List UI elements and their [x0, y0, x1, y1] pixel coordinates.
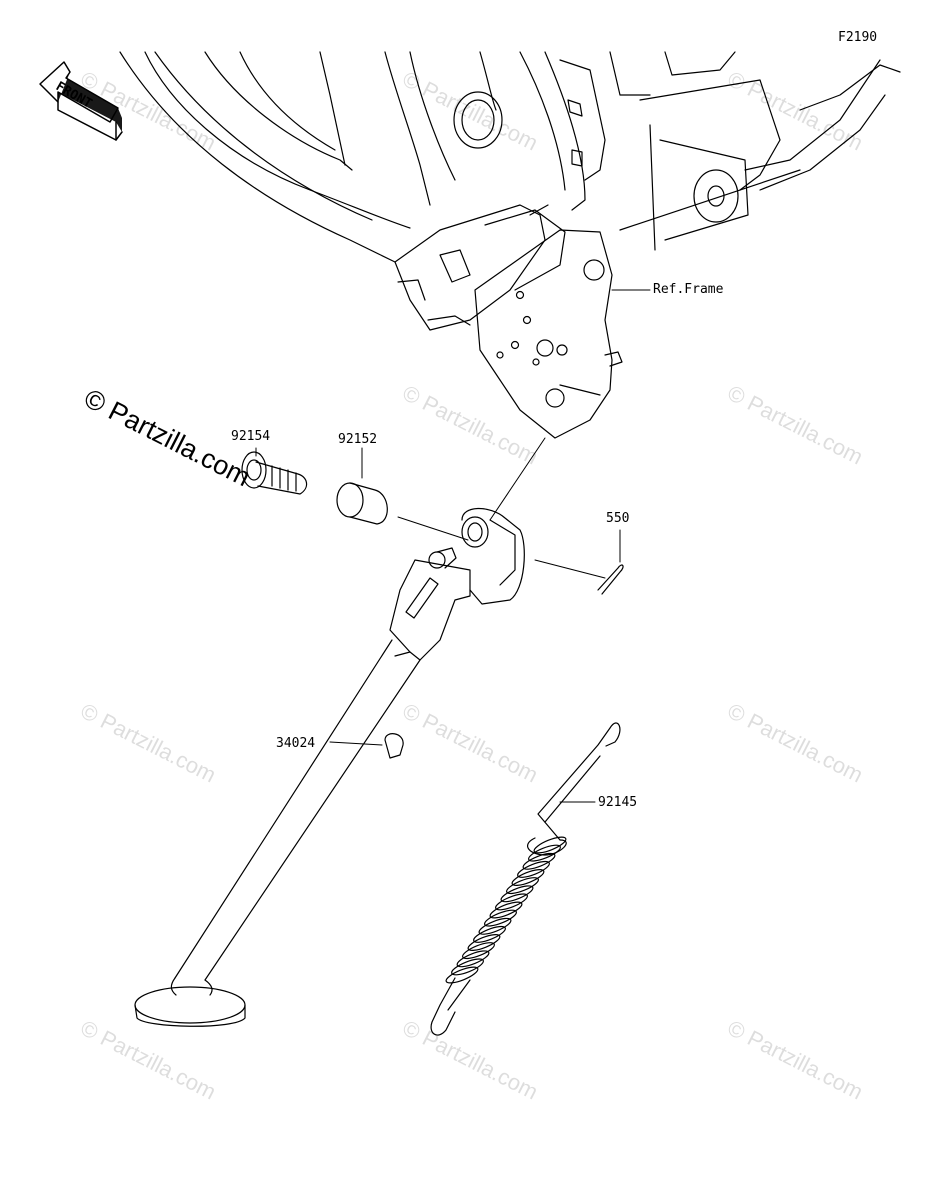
spring-coil — [462, 942, 495, 960]
spring-coil — [478, 917, 512, 935]
spring-coil — [533, 836, 567, 854]
spring-coil — [522, 852, 556, 870]
spring-coil — [528, 844, 561, 862]
bolt-drawing — [241, 447, 308, 495]
diagram-code: F2190 — [838, 30, 878, 45]
spring-coil — [484, 909, 517, 927]
label-92152[interactable]: 92152 — [338, 432, 378, 447]
spring-coil — [489, 901, 523, 919]
spring-coil — [467, 934, 501, 951]
spring-coil — [473, 925, 506, 943]
label-92154[interactable]: 92154 — [231, 429, 271, 444]
label-ref-frame[interactable]: Ref.Frame — [653, 282, 724, 297]
spring-drawing — [430, 722, 621, 1036]
spring-coil — [500, 885, 534, 903]
frame-drawing — [119, 51, 901, 439]
spring-coil — [517, 860, 550, 878]
label-92145[interactable]: 92145 — [598, 795, 638, 810]
spring-coil — [495, 893, 528, 911]
spring-coil — [511, 869, 545, 886]
side-stand-drawing — [134, 437, 546, 1027]
label-34024[interactable]: 34024 — [276, 736, 316, 751]
spring-coil — [456, 950, 490, 968]
cotter-pin-drawing — [534, 529, 624, 595]
spring-coil — [451, 958, 484, 976]
label-550[interactable]: 550 — [606, 511, 630, 526]
spring-coil — [445, 966, 479, 984]
collar-drawing — [336, 447, 469, 541]
spring-coil — [506, 877, 539, 895]
front-arrow-icon — [39, 61, 123, 141]
